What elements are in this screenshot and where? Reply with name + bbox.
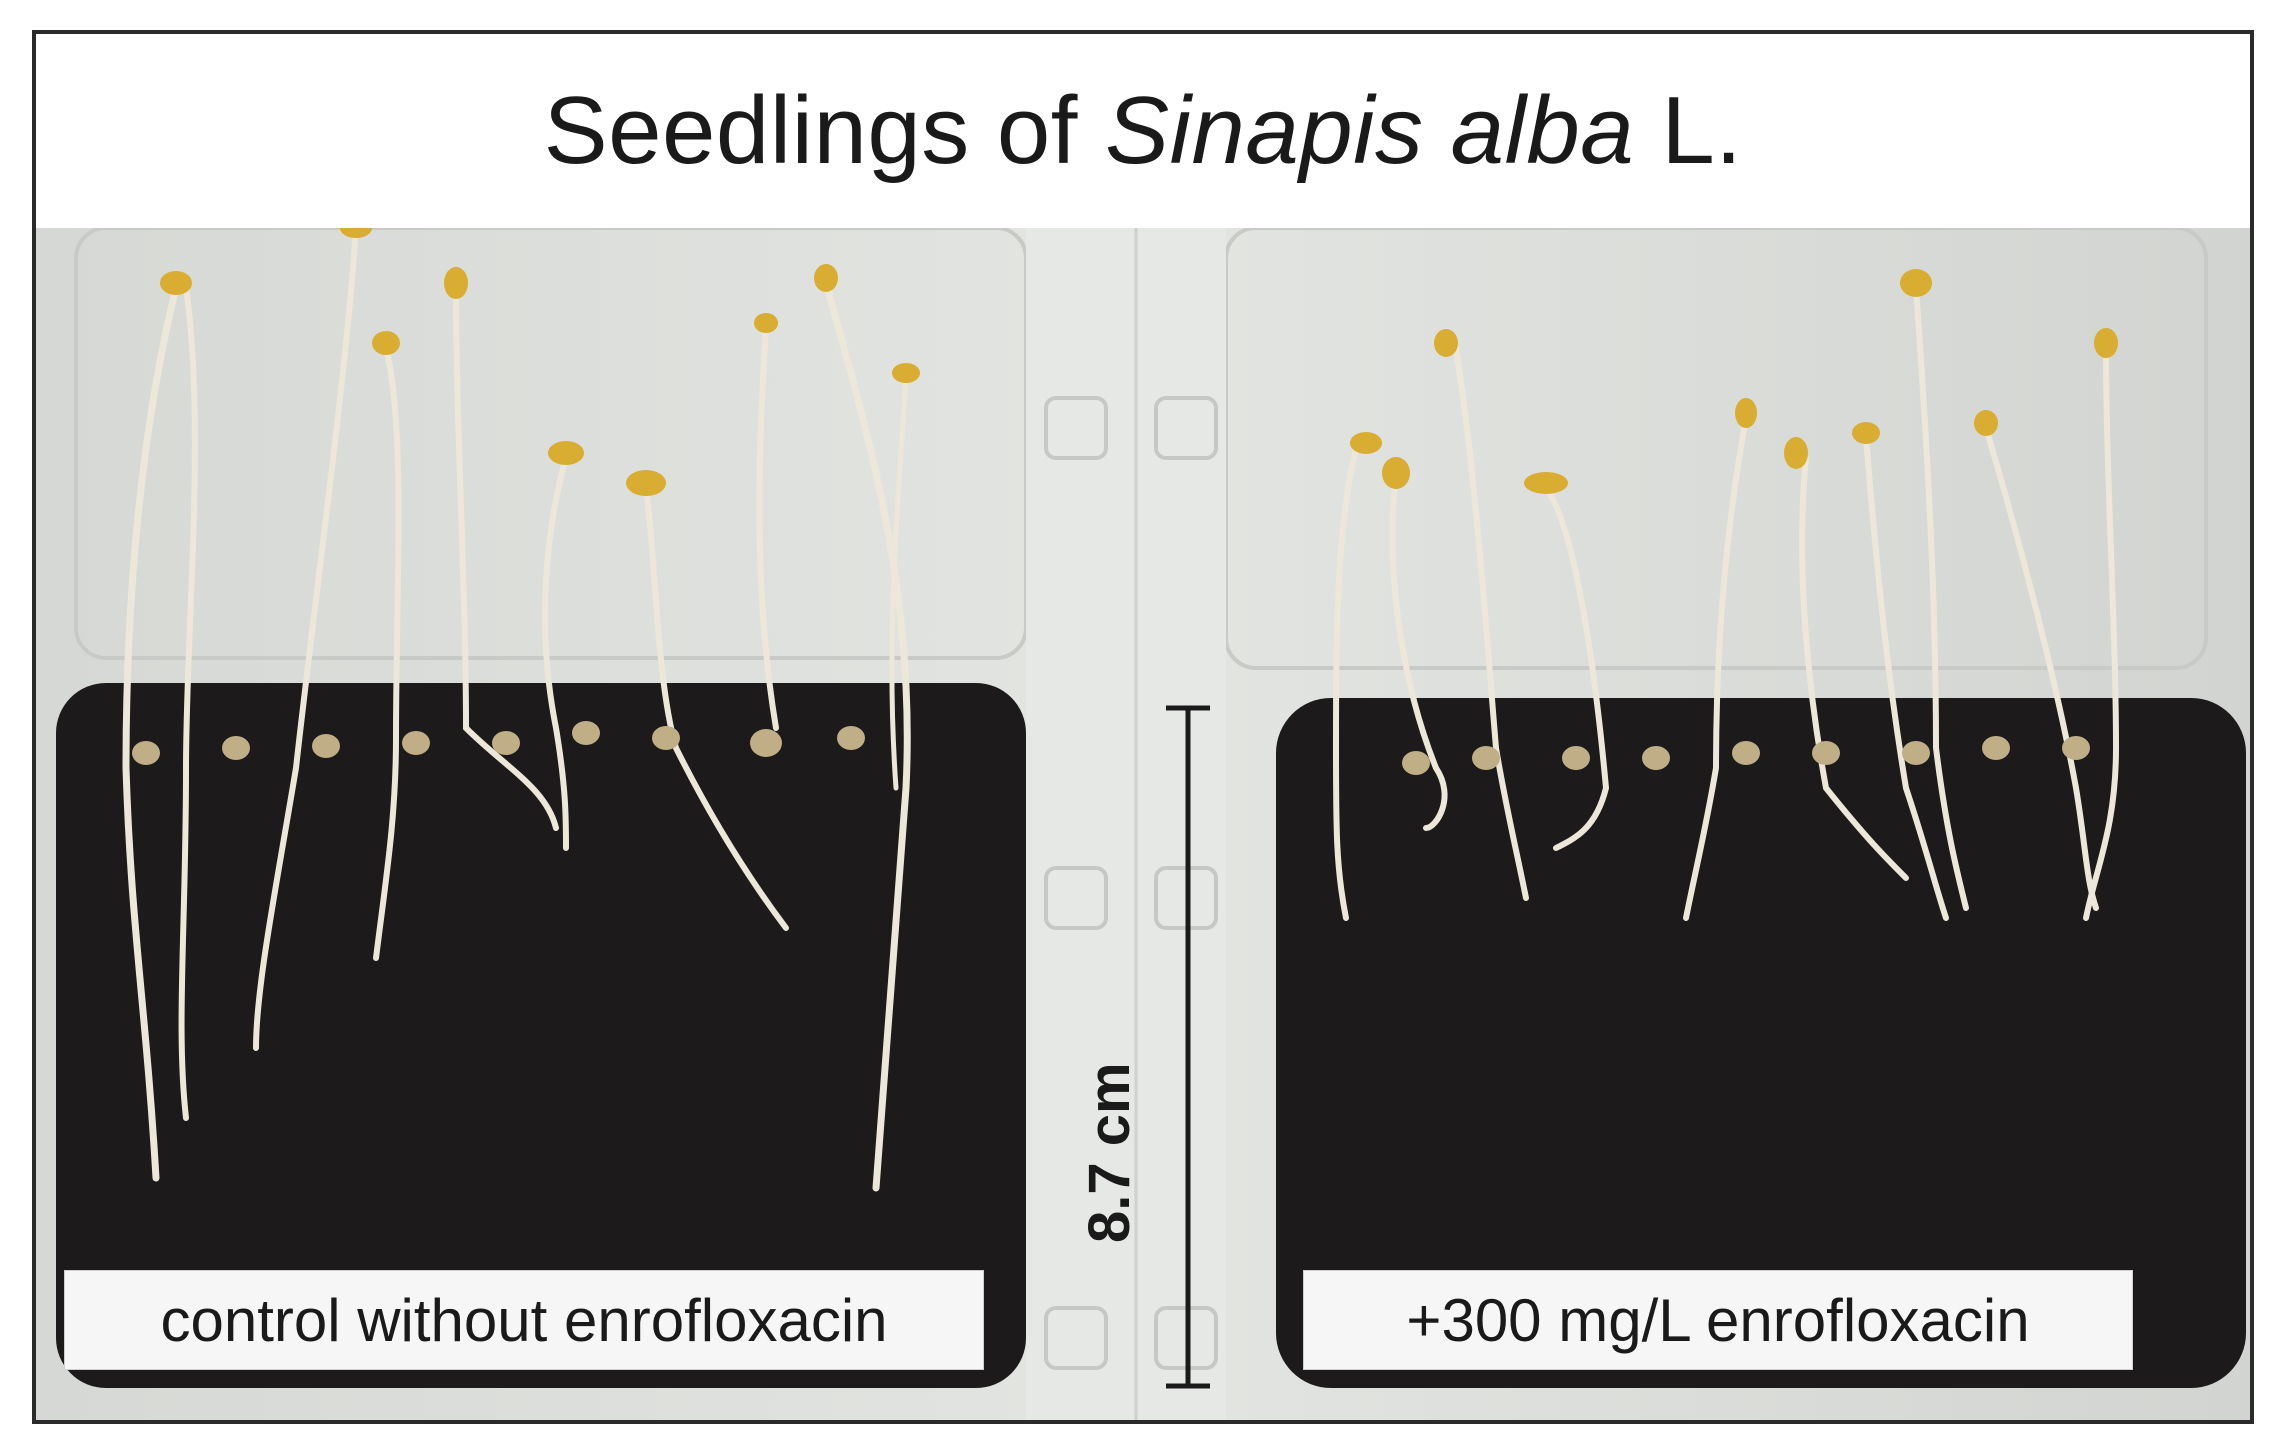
control-seedlings [122, 228, 911, 1192]
scale-bar [1166, 705, 1210, 1389]
control-label: control without enrofloxacin [64, 1270, 984, 1370]
title-band: Seedlings of Sinapis alba L. [36, 34, 2250, 228]
seedling-photo: 8.7 cm control without enrofloxacin +300… [36, 228, 2250, 1420]
control-cotyledons [160, 228, 920, 496]
treated-cotyledons [1350, 269, 2118, 494]
treatment-label: +300 mg/L enrofloxacin [1303, 1270, 2133, 1370]
control-seeds [132, 721, 865, 765]
title-species: Sinapis alba [1105, 77, 1635, 184]
page-title: Seedlings of Sinapis alba L. [544, 76, 1743, 186]
treated-seeds [1402, 736, 2090, 775]
photo-illustration [36, 228, 2250, 1420]
left-felt-pad [56, 683, 1026, 1388]
center-rail [1026, 228, 1226, 1420]
scale-bar-label: 8.7 cm [1077, 1062, 1142, 1243]
treated-seedlings [1333, 285, 2120, 921]
title-prefix: Seedlings of [543, 77, 1078, 184]
figure-frame: Seedlings of Sinapis alba L. [32, 30, 2254, 1424]
title-suffix: L. [1661, 77, 1743, 184]
